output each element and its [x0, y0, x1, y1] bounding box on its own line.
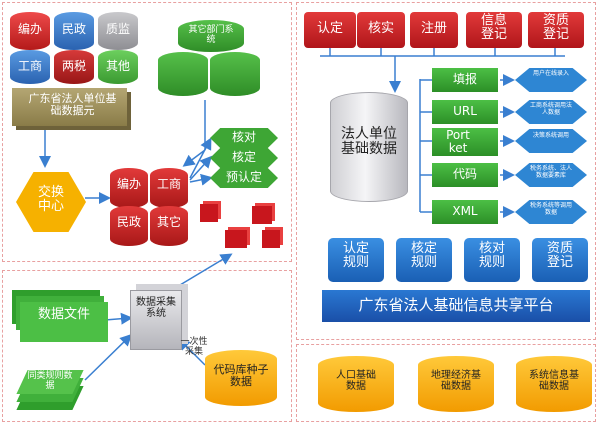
channel-xml[interactable]: XML — [432, 200, 498, 224]
rule-button-label: 核定规则 — [410, 241, 437, 271]
platform-label: 广东省法人基础信息共享平台 — [358, 296, 554, 314]
same-rule-label: 同类规则数据 — [27, 371, 73, 391]
mid-cylinder-label: 民政 — [116, 215, 141, 229]
status-arrow-label: 核定 — [231, 150, 256, 164]
channel-label: 代码 — [452, 167, 477, 181]
other-dept-cylinder-top — [178, 20, 244, 52]
one-time-label: 一次性采集 — [180, 337, 208, 357]
channel-desc-label: 工商系统调用法人数据 — [529, 102, 572, 116]
source-cylinder-zhijian: 质监 — [98, 12, 138, 50]
top-button-label: 资质登记 — [542, 13, 569, 43]
right-panel — [296, 2, 596, 340]
rule-button-heding[interactable]: 核定规则 — [396, 238, 452, 282]
top-button-heshi[interactable]: 核实 — [357, 12, 405, 48]
rule-button-rending[interactable]: 认定规则 — [328, 238, 384, 282]
status-arrow-label: 预认定 — [225, 170, 262, 184]
channel-desc-xml: 税务系统等调用数据 — [515, 200, 587, 224]
source-cylinder-label: 两税 — [61, 59, 86, 73]
seed-data-cylinder: 代码库种子数据 — [205, 350, 277, 406]
mid-cylinder-bianban: 编办 — [110, 168, 148, 208]
other-dept-label: 其它部门系统 — [188, 25, 234, 45]
channel-desc-daima: 税务系统、法人数据要素库 — [515, 163, 587, 187]
source-cylinder-label: 质监 — [105, 22, 130, 36]
red-cube — [225, 230, 247, 248]
collect-system-cube: 数据采集系统 — [130, 290, 182, 350]
rule-button-label: 认定规则 — [342, 241, 369, 271]
top-button-zizhi[interactable]: 资质登记 — [528, 12, 584, 48]
source-cylinder-minzheng: 民政 — [54, 12, 94, 50]
channel-desc-portket: 决策系统调用 — [515, 129, 587, 153]
channel-desc-label: 用户在线录入 — [532, 70, 569, 77]
status-arrow-label: 核对 — [231, 130, 256, 144]
data-file-label: 数据文件 — [37, 307, 90, 322]
channel-label: XML — [452, 204, 478, 218]
mid-cylinder-qita: 其它 — [150, 206, 188, 246]
rule-button-label: 资质登记 — [546, 241, 573, 271]
red-cube — [252, 206, 272, 224]
unit-data-label: 广东省法人单位基础数据元 — [28, 92, 117, 118]
top-button-rending[interactable]: 认定 — [304, 12, 356, 48]
top-button-label: 信息登记 — [480, 13, 507, 43]
bottom-right-panel — [296, 344, 596, 422]
channel-label: Port ket — [446, 128, 470, 156]
seed-data-label: 代码库种子数据 — [213, 363, 269, 389]
channel-desc-tianbao: 用户在线录入 — [515, 68, 587, 92]
basic-db-label: 系统信息基础数据 — [529, 370, 579, 392]
source-cylinder-label: 工商 — [17, 59, 42, 73]
other-dept-cylinder-left — [158, 52, 208, 96]
source-cylinder-qita: 其他 — [98, 50, 138, 84]
channel-label: 填报 — [452, 72, 477, 86]
top-button-zhuce[interactable]: 注册 — [410, 12, 458, 48]
source-cylinder-gongshang: 工商 — [10, 50, 50, 84]
exchange-center-label: 交换中心 — [37, 185, 64, 215]
basic-db-population: 人口基础数据 — [318, 356, 394, 412]
unit-data-box: 广东省法人单位基础数据元 — [12, 88, 127, 126]
rule-button-label: 核对规则 — [478, 241, 505, 271]
top-button-label: 注册 — [420, 21, 447, 36]
basic-db-system: 系统信息基础数据 — [516, 356, 592, 412]
red-cube — [262, 230, 280, 248]
rule-button-hedui[interactable]: 核对规则 — [464, 238, 520, 282]
status-arrow-hedui: 核对 — [210, 128, 278, 148]
channel-desc-url: 工商系统调用法人数据 — [515, 100, 587, 124]
mid-cylinder-minzheng: 民政 — [110, 206, 148, 246]
basic-db-geography: 地理经济基础数据 — [418, 356, 494, 412]
rule-button-zizhi[interactable]: 资质登记 — [532, 238, 588, 282]
top-button-xinxi[interactable]: 信息登记 — [466, 12, 522, 48]
mid-cylinder-label: 工商 — [156, 177, 181, 191]
basic-db-label: 地理经济基础数据 — [431, 370, 481, 392]
channel-daima[interactable]: 代码 — [432, 163, 498, 187]
channel-url[interactable]: URL — [432, 100, 498, 124]
channel-desc-label: 决策系统调用 — [532, 132, 569, 139]
source-cylinder-label: 其他 — [105, 59, 130, 73]
channel-portket[interactable]: Port ket — [432, 128, 498, 156]
channel-tianbao[interactable]: 填报 — [432, 68, 498, 92]
mid-cylinder-label: 编办 — [116, 177, 141, 191]
source-cylinder-liangshui: 两税 — [54, 50, 94, 84]
source-cylinder-label: 编办 — [17, 22, 42, 36]
red-cube — [200, 204, 218, 222]
other-dept-cylinder-right — [210, 52, 260, 96]
main-db-cylinder: 法人单位基础数据 — [330, 92, 408, 202]
top-left-panel — [2, 2, 292, 262]
status-arrow-heding: 核定 — [210, 148, 278, 168]
same-rule-stack: 同类规则数据 — [16, 370, 84, 410]
main-db-label: 法人单位基础数据 — [341, 126, 397, 158]
collect-system-label: 数据采集系统 — [136, 297, 176, 319]
basic-db-label: 人口基础数据 — [336, 370, 376, 392]
channel-label: URL — [453, 104, 477, 118]
top-button-label: 核实 — [367, 21, 394, 36]
mid-cylinder-label: 其它 — [156, 215, 181, 229]
bottom-left-panel — [2, 270, 292, 422]
top-button-label: 认定 — [316, 21, 343, 36]
platform-bar: 广东省法人基础信息共享平台 — [322, 290, 590, 322]
source-cylinder-bianban: 编办 — [10, 12, 50, 50]
source-cylinder-label: 民政 — [61, 22, 86, 36]
channel-desc-label: 税务系统等调用数据 — [529, 202, 572, 216]
mid-cylinder-gongshang: 工商 — [150, 168, 188, 208]
data-file-box: 数据文件 — [20, 302, 108, 342]
channel-desc-label: 税务系统、法人数据要素库 — [529, 165, 572, 179]
status-arrow-yurending: 预认定 — [210, 168, 278, 188]
